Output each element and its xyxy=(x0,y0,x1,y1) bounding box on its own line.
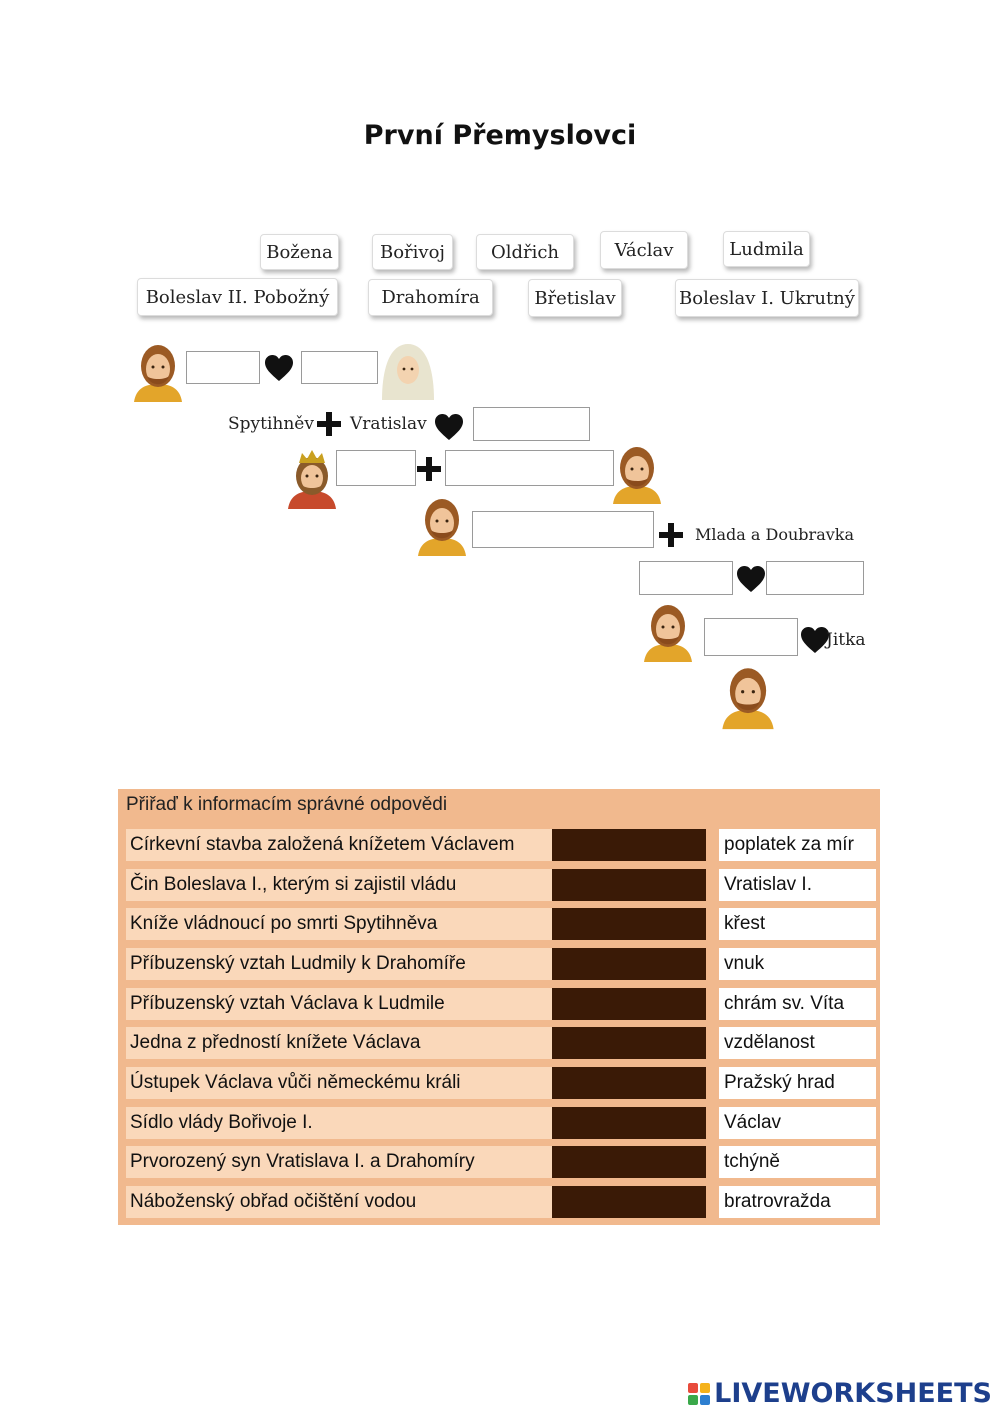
answer-option[interactable]: vzdělanost xyxy=(719,1027,876,1059)
answer-drop-slot[interactable] xyxy=(552,829,706,861)
name-chip[interactable]: Václav xyxy=(600,231,688,269)
name-drop-box[interactable] xyxy=(336,450,416,486)
matching-table: Přiřaď k informacím správné odpovědi Cír… xyxy=(118,789,880,1225)
question-cell: Čin Boleslava I., kterým si zajistil vlá… xyxy=(126,869,669,901)
brand-name: LIVEWORKSHEETS xyxy=(714,1378,992,1409)
answer-option[interactable]: poplatek za mír xyxy=(719,829,876,861)
portrait-icon xyxy=(378,338,438,400)
name-drop-box[interactable] xyxy=(704,618,798,656)
answer-drop-slot[interactable] xyxy=(552,1107,706,1139)
page-title: První Přemyslovci xyxy=(363,120,637,151)
answer-drop-slot[interactable] xyxy=(552,1186,706,1218)
tree-label-vratislav: Vratislav xyxy=(350,414,427,434)
liveworksheets-logo: LIVEWORKSHEETS xyxy=(688,1378,992,1409)
portrait-icon xyxy=(282,447,342,509)
tree-label-mlada: Mlada a Doubravka xyxy=(695,525,854,544)
answer-drop-slot[interactable] xyxy=(552,948,706,980)
name-drop-box[interactable] xyxy=(766,561,864,595)
name-drop-box[interactable] xyxy=(186,351,260,384)
answer-option[interactable]: tchýně xyxy=(719,1146,876,1178)
name-chip[interactable]: Oldřich xyxy=(476,234,574,270)
name-chip[interactable]: Drahomíra xyxy=(368,279,493,316)
plus-icon xyxy=(658,522,684,548)
heart-icon xyxy=(736,565,766,593)
heart-icon xyxy=(434,413,464,441)
answer-option[interactable]: Vratislav I. xyxy=(719,869,876,901)
name-drop-box[interactable] xyxy=(639,561,733,595)
portrait-icon xyxy=(716,662,780,730)
portrait-icon xyxy=(638,600,698,662)
name-chip[interactable]: Břetislav xyxy=(528,279,622,317)
plus-icon xyxy=(316,411,342,437)
answer-option[interactable]: bratrovražda xyxy=(719,1186,876,1218)
answer-drop-slot[interactable] xyxy=(552,1146,706,1178)
brand-logo-icon xyxy=(688,1382,711,1405)
name-chip[interactable]: Boleslav I. Ukrutný xyxy=(675,279,859,317)
name-drop-box[interactable] xyxy=(301,351,378,384)
name-drop-box[interactable] xyxy=(445,450,614,486)
name-chip[interactable]: Božena xyxy=(260,234,339,270)
answer-drop-slot[interactable] xyxy=(552,869,706,901)
name-drop-box[interactable] xyxy=(473,407,590,441)
tree-label-spytihnev: Spytihněv xyxy=(228,414,314,434)
answer-option[interactable]: křest xyxy=(719,908,876,940)
tree-label-jitka: Jitka xyxy=(826,630,866,650)
portrait-icon xyxy=(128,340,188,402)
answer-option[interactable]: chrám sv. Víta xyxy=(719,988,876,1020)
answer-drop-slot[interactable] xyxy=(552,1027,706,1059)
answer-drop-slot[interactable] xyxy=(552,1067,706,1099)
name-chip[interactable]: Bořivoj xyxy=(372,234,453,270)
portrait-icon xyxy=(607,442,667,504)
name-drop-box[interactable] xyxy=(472,511,654,548)
answer-drop-slot[interactable] xyxy=(552,908,706,940)
answer-option[interactable]: vnuk xyxy=(719,948,876,980)
portrait-icon xyxy=(412,494,472,556)
table-header: Přiřaď k informacím správné odpovědi xyxy=(126,794,448,815)
answer-option[interactable]: Václav xyxy=(719,1107,876,1139)
answer-drop-slot[interactable] xyxy=(552,988,706,1020)
answer-option[interactable]: Pražský hrad xyxy=(719,1067,876,1099)
heart-icon xyxy=(264,354,294,382)
plus-icon xyxy=(416,456,442,482)
name-chip[interactable]: Ludmila xyxy=(723,231,810,267)
name-chip[interactable]: Boleslav II. Pobožný xyxy=(137,278,338,316)
